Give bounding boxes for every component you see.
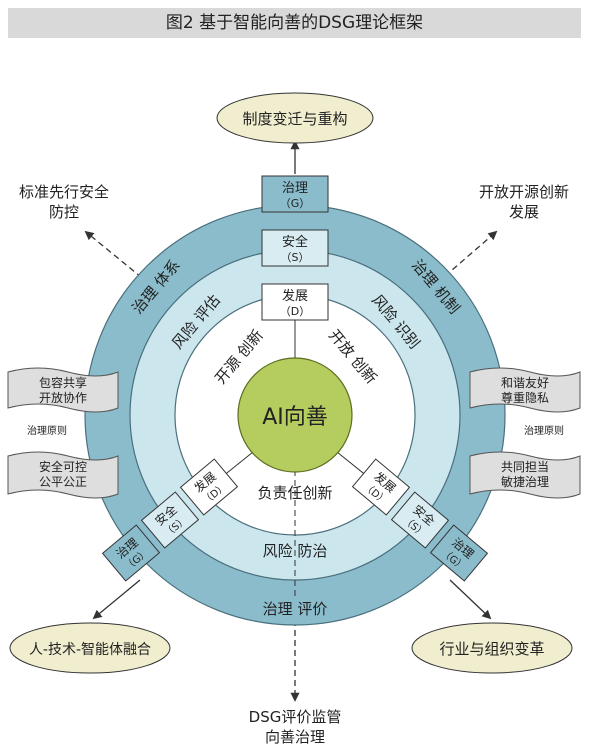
stack-left-d <box>179 458 239 516</box>
figure-title: 图2 基于智能向善的DSG理论框架 <box>165 13 424 33</box>
banner-left-bottom-line2: 公平公正 <box>39 475 87 489</box>
stack-top-s-code: （S） <box>281 251 310 264</box>
banner-left-bottom <box>7 451 119 499</box>
banner-right-top-line2: 尊重隐私 <box>501 390 549 405</box>
banner-left-bottom-line1: 安全可控 <box>39 459 87 474</box>
node-top: 制度变迁与重构 <box>216 92 374 144</box>
text-top-left-2: 防控 <box>49 203 79 221</box>
node-bottom-right-label: 行业与组织变革 <box>439 640 544 658</box>
stack-right-g <box>429 524 489 582</box>
label-outer-bottom: 治理 评价 <box>263 600 328 618</box>
label-inner-bottom: 负责任创新 <box>257 484 332 502</box>
stack-top: 治理 （G） 安全 （S） 发展 （D） <box>261 175 329 321</box>
stack-top-g-code: （G） <box>280 197 311 210</box>
principles-right: 和谐友好 尊重隐私 治理原则 共同担当 敏捷治理 <box>469 367 581 499</box>
stack-top-d-code: （D） <box>280 305 310 318</box>
stack-right-s <box>390 491 450 549</box>
center-label: AI向善 <box>262 405 328 430</box>
text-bottom-2: 向善治理 <box>265 728 325 746</box>
stack-top-d <box>261 283 329 321</box>
stack-left-g <box>101 524 161 582</box>
text-top-left-1: 标准先行安全 <box>19 183 109 201</box>
banner-right-top-line1: 和谐友好 <box>501 376 549 390</box>
stack-top-s <box>261 229 329 267</box>
stack-top-s-label: 安全 <box>282 234 308 250</box>
stack-top-d-label: 发展 <box>282 288 308 304</box>
arrow-bottom-right <box>449 579 492 620</box>
node-bottom-left: 人-技术-智能体融合 <box>9 622 171 674</box>
banner-left-top-line2: 开放协作 <box>39 390 87 405</box>
node-bottom-right: 行业与组织变革 <box>411 622 573 674</box>
center-circle <box>237 357 353 473</box>
banner-right-bottom-line1: 共同担当 <box>501 460 549 474</box>
stack-top-g-label: 治理 <box>282 181 308 196</box>
text-top-right-1: 开放开源创新 <box>479 183 569 201</box>
principles-left-label: 治理原则 <box>27 424 67 437</box>
stack-right-d <box>351 458 411 516</box>
banner-right-bottom-line2: 敏捷治理 <box>501 474 549 489</box>
principles-left: 包容共享 开放协作 治理原则 安全可控 公平公正 <box>7 367 119 499</box>
banner-right-bottom <box>469 451 581 499</box>
arrow-bottom-left <box>92 579 141 620</box>
text-top-right-2: 发展 <box>509 203 539 221</box>
stack-left-s <box>140 491 200 549</box>
stack-top-g <box>261 175 329 213</box>
node-bottom-left-label: 人-技术-智能体融合 <box>29 642 151 658</box>
node-top-label: 制度变迁与重构 <box>242 110 347 128</box>
principles-right-label: 治理原则 <box>524 424 564 437</box>
text-bottom-1: DSG评价监管 <box>249 708 342 726</box>
banner-left-top <box>7 367 119 413</box>
label-middle-bottom: 风险 防治 <box>263 542 328 560</box>
banner-right-top <box>469 367 581 413</box>
title-bar: 图2 基于智能向善的DSG理论框架 <box>8 8 581 38</box>
banner-left-top-line1: 包容共享 <box>39 375 87 390</box>
